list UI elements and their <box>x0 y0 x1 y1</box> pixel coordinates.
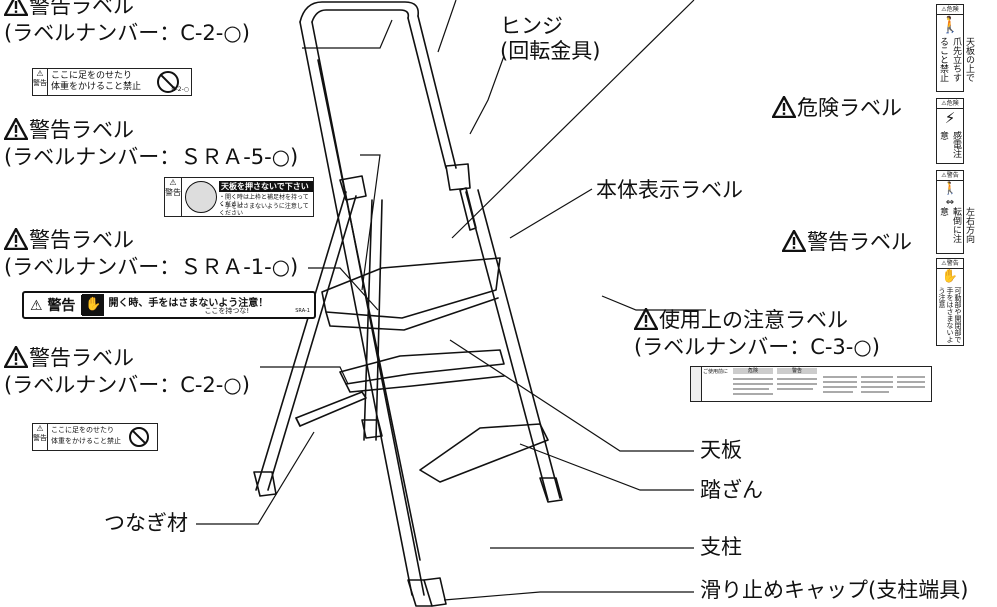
label-top-plate: 天板 <box>700 438 742 462</box>
sticker-title: 開く時、手をはさまないよう注意！ <box>108 298 269 309</box>
sticker-right-danger-1: ⚠危険 🚶 天板の上で爪先立ちすること禁止 <box>936 4 974 92</box>
sticker-right-danger-2: ⚠危険 ⚡ 感電注意 <box>936 98 964 164</box>
sticker-c2-top: ⚠警告 ここに足をのせたり 体重をかけること禁止 C-2-○ <box>32 68 192 96</box>
sticker-head: ⚠警告 <box>937 259 963 269</box>
warning-triangle-icon <box>3 0 29 21</box>
sticker-head: ⚠危険 <box>937 99 963 109</box>
sticker-warn-text: ⚠ 警告 <box>24 295 83 315</box>
warning-triangle-icon <box>3 227 29 255</box>
hand-pinch-icon: ✋ <box>82 294 105 316</box>
label-number: (ラベルナンバー：C-2-○) <box>4 373 250 398</box>
sticker-c3-head1: ご使用前に <box>703 369 729 375</box>
sticker-sra1: ⚠ 警告 ✋ 開く時、手をはさまないよう注意！ ここを持つな! SRA-1 <box>22 291 316 319</box>
label-number: (ラベルナンバー：C-2-○) <box>4 21 250 46</box>
sticker-line1: ここに足をのせたり <box>51 426 114 434</box>
sticker-line2: 体重をかけること禁止 <box>51 437 121 445</box>
label-title: 警告ラベル <box>29 228 134 252</box>
sticker-text: 左右方向転倒に注意 <box>938 207 974 243</box>
label-warning-right-text: 警告ラベル <box>807 230 912 254</box>
prohibited-icon <box>185 181 217 213</box>
sticker-warn-text: 警告 <box>165 188 181 197</box>
label-warn-c2-top: 警告ラベル (ラベルナンバー：C-2-○) <box>3 0 250 46</box>
sticker-right-warning-4: ⚠警告 ✋ 可動部や開閉部で手をはさまないよう注意 <box>936 258 964 346</box>
sticker-right-warning-3: ⚠警告 🚶 ⇔ 左右方向転倒に注意 <box>936 170 974 254</box>
sticker-c3-head3: 警告 <box>777 368 817 374</box>
sticker-sub: ここを持つな! <box>204 307 250 315</box>
foot-cap-right <box>539 477 563 503</box>
sticker-text: 可動部や開閉部で手をはさまないよう注意 <box>938 287 962 343</box>
label-warn-sra1: 警告ラベル (ラベルナンバー：ＳＲＡ-1-○) <box>3 227 299 280</box>
front-post-left <box>299 21 413 596</box>
prohibited-icon <box>129 427 149 447</box>
electric-shock-icon: ⚡ <box>944 109 956 127</box>
label-post: 支柱 <box>700 535 742 559</box>
person-tiptoe-icon: 🚶 <box>940 15 960 34</box>
warning-triangle-icon <box>781 229 807 257</box>
sticker-sra5: ⚠警告 天板を押さないで下さい ・開く時は上枠と補足材を持ってください ・手をは… <box>164 177 314 217</box>
label-warn-c2-bottom: 警告ラベル (ラベルナンバー：C-2-○) <box>3 345 250 398</box>
label-foot-cap: 滑り止めキャップ(支柱端具) <box>700 578 969 602</box>
step2-shape <box>419 423 549 483</box>
label-usage-caution: 使用上の注意ラベル (ラベルナンバー：C-3-○) <box>633 307 880 360</box>
foot-cap-front <box>407 579 433 607</box>
sticker-line1: ここに足をのせたり <box>51 71 133 81</box>
sticker-code: SRA-1 <box>295 308 310 314</box>
hinge-right <box>445 163 471 191</box>
left-right-arrow-icon: ⇔ <box>945 197 955 208</box>
sticker-code: C-2-○ <box>171 86 189 94</box>
rear-leg-left <box>255 191 347 491</box>
label-hinge-line1: ヒンジ <box>500 14 563 38</box>
label-number: (ラベルナンバー：ＳＲＡ-1-○) <box>4 255 299 280</box>
sticker-c3-head2: 危険 <box>733 368 773 374</box>
handrail-top <box>299 1 420 23</box>
person-falling-icon: 🚶 <box>942 181 958 195</box>
hand-pinch-icon: ✋ <box>941 269 959 284</box>
sticker-text: 感電注意 <box>938 131 961 158</box>
sticker-c3: ご使用前に 危険 警告 <box>690 366 932 402</box>
sticker-line1: ・開く時は上枠と補足材を持ってください <box>219 194 309 208</box>
connector-bar <box>295 391 367 427</box>
sticker-c3-fineprint <box>733 376 925 395</box>
sticker-line2: 体重をかけること禁止 <box>51 82 142 92</box>
label-title: 警告ラベル <box>29 0 134 18</box>
sticker-c2-bottom: ⚠警告 ここに足をのせたり 体重をかけること禁止 <box>32 423 158 451</box>
hinge-left <box>339 175 367 201</box>
warning-triangle-icon <box>3 117 29 145</box>
sticker-warn-cell: ⚠警告 <box>33 69 48 95</box>
sticker-line2: ・手をはさまないように注意してください <box>219 203 309 217</box>
sticker-warn-text: 警告 <box>33 434 47 442</box>
label-danger: 危険ラベル <box>771 95 902 123</box>
label-step: 踏ざん <box>700 478 763 502</box>
label-hinge: ヒンジ (回転金具) <box>500 14 600 64</box>
warning-triangle-icon <box>771 95 797 123</box>
sticker-warn-cell: ⚠警告 <box>33 424 48 450</box>
front-post-right <box>417 15 457 169</box>
label-warn-sra5: 警告ラベル (ラベルナンバー：ＳＲＡ-5-○) <box>3 117 299 170</box>
sticker-head: ⚠危険 <box>937 5 963 15</box>
label-usage-caution-number: (ラベルナンバー：C-3-○) <box>634 335 880 360</box>
label-title: 警告ラベル <box>29 118 134 142</box>
label-usage-caution-title: 使用上の注意ラベル <box>659 308 848 332</box>
sticker-c3-side <box>691 367 702 401</box>
sticker-warn-cell: ⚠警告 <box>165 178 182 216</box>
label-number: (ラベルナンバー：ＳＲＡ-5-○) <box>4 145 299 170</box>
sticker-text: 天板の上で爪先立ちすること禁止 <box>938 37 974 82</box>
warning-triangle-icon <box>633 307 659 335</box>
label-connector: つなぎ材 <box>104 511 188 535</box>
label-hinge-line2: (回転金具) <box>500 39 601 64</box>
sticker-head: ⚠警告 <box>937 171 963 181</box>
warning-triangle-icon <box>3 345 29 373</box>
label-danger-text: 危険ラベル <box>797 96 902 120</box>
label-body-display: 本体表示ラベル <box>596 178 743 202</box>
prohibited-icon <box>157 71 179 93</box>
label-warning-right: 警告ラベル <box>781 229 912 257</box>
sticker-title: 天板を押さないで下さい <box>219 181 313 193</box>
label-title: 警告ラベル <box>29 346 134 370</box>
rear-leg-mid <box>363 199 373 441</box>
sticker-warn-text: 警告 <box>33 79 47 87</box>
